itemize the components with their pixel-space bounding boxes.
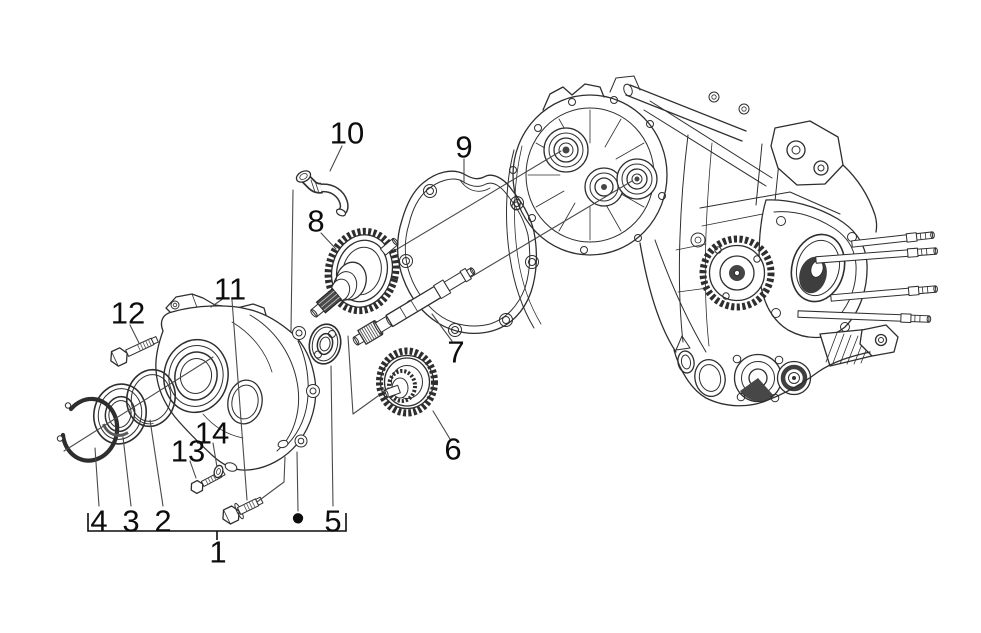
callout-14: 14 [195,416,229,451]
cover-bore [163,338,229,414]
intermediate-shaft-drawing [352,267,476,346]
callout-8: 8 [307,204,324,239]
callout-5: 5 [324,504,341,539]
oring-drawing [125,368,177,428]
callout-11: 11 [214,272,246,307]
boss-shading [740,378,774,402]
callout-dot-marker: • [291,498,304,540]
output-gear-drawing [376,347,438,417]
input-gear-drawing [310,227,400,318]
callout-7: 7 [447,335,464,370]
washer-drawing [213,464,224,479]
lower-crankcase [639,239,899,407]
crankcase-assembly-drawing [506,75,938,407]
callout-10: 10 [330,116,364,151]
sprocket-drawing [699,235,775,311]
cylinder-studs [797,231,938,324]
callout-labels: 1 2 3 4 5 6 7 8 9 10 11 12 13 14 • [90,116,472,570]
gear-cover-drawing [155,293,320,472]
circlip-drawing [56,396,120,463]
gasket-bolt-holes [399,184,539,337]
callout-9: 9 [455,130,472,165]
bearing-drawing [308,323,342,365]
flange-rim-holes [509,96,666,254]
group-bracket [87,513,347,540]
cover-bolt-drawing [222,496,264,525]
leader-lines [63,145,465,512]
flange-bolt-drawing [110,336,159,367]
callout-13: 13 [171,434,205,469]
callout-12: 12 [111,296,145,331]
breather-pipe-drawing [295,170,349,217]
seal-ring-drawing [93,383,147,445]
callout-3: 3 [122,504,139,539]
callout-1: 1 [209,535,226,570]
pinion-teeth-hatch [359,321,382,344]
bearing-boss-3 [616,158,658,200]
callout-6: 6 [444,432,461,467]
callout-2: 2 [154,504,171,539]
callout-4: 4 [90,504,107,539]
bearing-boss-1 [543,127,589,173]
